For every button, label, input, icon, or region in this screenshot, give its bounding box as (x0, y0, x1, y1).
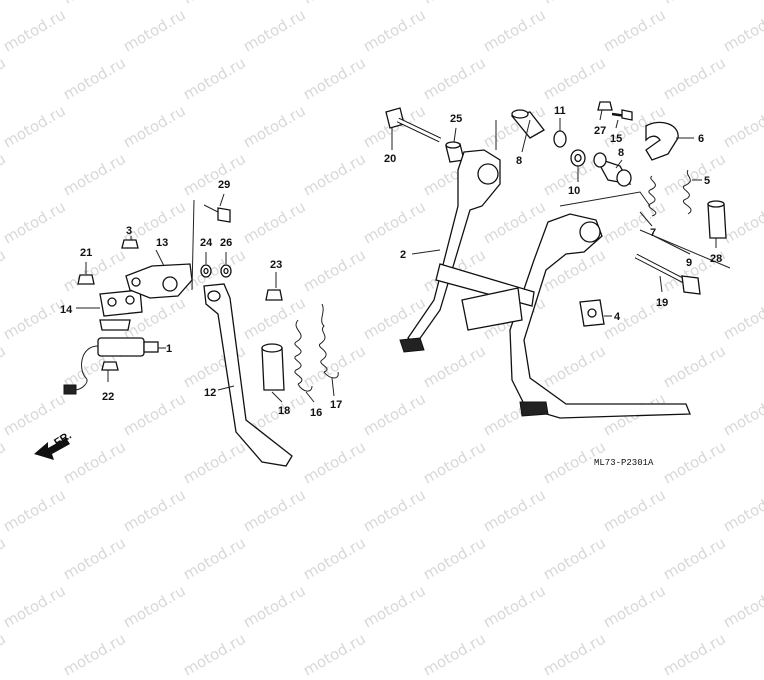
watermark-text: motod.ru (180, 629, 249, 680)
label-11: 11 (554, 105, 566, 117)
watermark-text: motod.ru (60, 629, 129, 680)
washer-24 (200, 264, 212, 278)
label-1: 1 (166, 343, 172, 355)
front-direction-arrow: FR. (34, 430, 74, 460)
watermark-text: motod.ru (0, 581, 69, 632)
side-stand-switch (63, 337, 159, 395)
label-16: 16 (310, 407, 322, 419)
nut-21 (77, 274, 95, 285)
label-22: 22 (102, 391, 114, 403)
label-15: 15 (610, 133, 622, 145)
bolt-20 (385, 107, 442, 143)
watermark-text: motod.ru (240, 581, 309, 632)
label-12: 12 (204, 387, 216, 399)
label-13: 13 (156, 237, 168, 249)
bolt-3 (121, 239, 139, 249)
label-23: 23 (270, 259, 282, 271)
label-20: 20 (384, 153, 396, 165)
collar-18 (261, 343, 285, 391)
washer-11 (553, 130, 567, 148)
label-19: 19 (656, 297, 668, 309)
watermark-text: motod.ru (120, 581, 189, 632)
watermark-text: motod.ru (360, 581, 429, 632)
label-8-upper: 8 (516, 155, 522, 167)
watermark-text: motod.ru (300, 629, 369, 680)
pivot-bracket (125, 263, 193, 299)
switch-bracket (99, 289, 143, 331)
bolt-29 (203, 204, 231, 223)
parts-diagram: 1 2 3 4 5 6 7 8 8 9 10 11 12 13 14 15 16… (34, 101, 731, 468)
spring-7 (648, 175, 657, 217)
diagram-code: ML73-P2301A (594, 458, 654, 468)
label-28: 28 (710, 253, 722, 265)
watermark-text: motod.ru (660, 629, 729, 680)
spring-5 (682, 169, 692, 215)
label-26: 26 (220, 237, 232, 249)
label-17: 17 (330, 399, 342, 411)
label-27: 27 (594, 125, 606, 137)
label-5: 5 (704, 175, 710, 187)
label-21: 21 (80, 247, 92, 259)
callout-labels: 1 2 3 4 5 6 7 8 8 9 10 11 12 13 14 15 16… (60, 105, 722, 419)
bolt-15 (611, 109, 633, 121)
watermark-text: motod.ru (540, 629, 609, 680)
washer-10 (570, 149, 586, 167)
leader-lines (76, 109, 731, 403)
spring-17 (318, 303, 339, 379)
label-10: 10 (568, 185, 580, 197)
nut-23 (265, 289, 283, 301)
label-14: 14 (60, 304, 73, 316)
nut-22 (101, 361, 119, 371)
watermark-text: motod.ru (600, 581, 669, 632)
label-18: 18 (278, 405, 290, 417)
label-29: 29 (218, 179, 230, 191)
washer-26 (220, 264, 232, 278)
bushing-8-upper (510, 109, 545, 139)
spring-bracket-6 (645, 121, 679, 161)
label-6: 6 (698, 133, 704, 145)
bolt-19 (634, 253, 701, 295)
label-3: 3 (126, 225, 132, 237)
collar-28 (707, 200, 727, 239)
plate-4 (579, 299, 605, 327)
watermark-text: motod.ru (420, 629, 489, 680)
nut-27 (597, 101, 613, 111)
label-24: 24 (200, 237, 213, 249)
label-9: 9 (686, 257, 692, 269)
watermark-text: motod.ru (720, 581, 764, 632)
side-stand (203, 283, 293, 467)
label-25: 25 (450, 113, 462, 125)
label-2: 2 (400, 249, 406, 261)
spring-16 (294, 319, 313, 392)
main-stand (399, 149, 691, 419)
label-7: 7 (650, 227, 656, 239)
watermark-text: motod.ru (480, 581, 549, 632)
label-4: 4 (614, 311, 621, 323)
bushing-8-lower (593, 152, 632, 187)
watermark-text: motod.ru (0, 629, 9, 680)
label-8-lower: 8 (618, 147, 624, 159)
